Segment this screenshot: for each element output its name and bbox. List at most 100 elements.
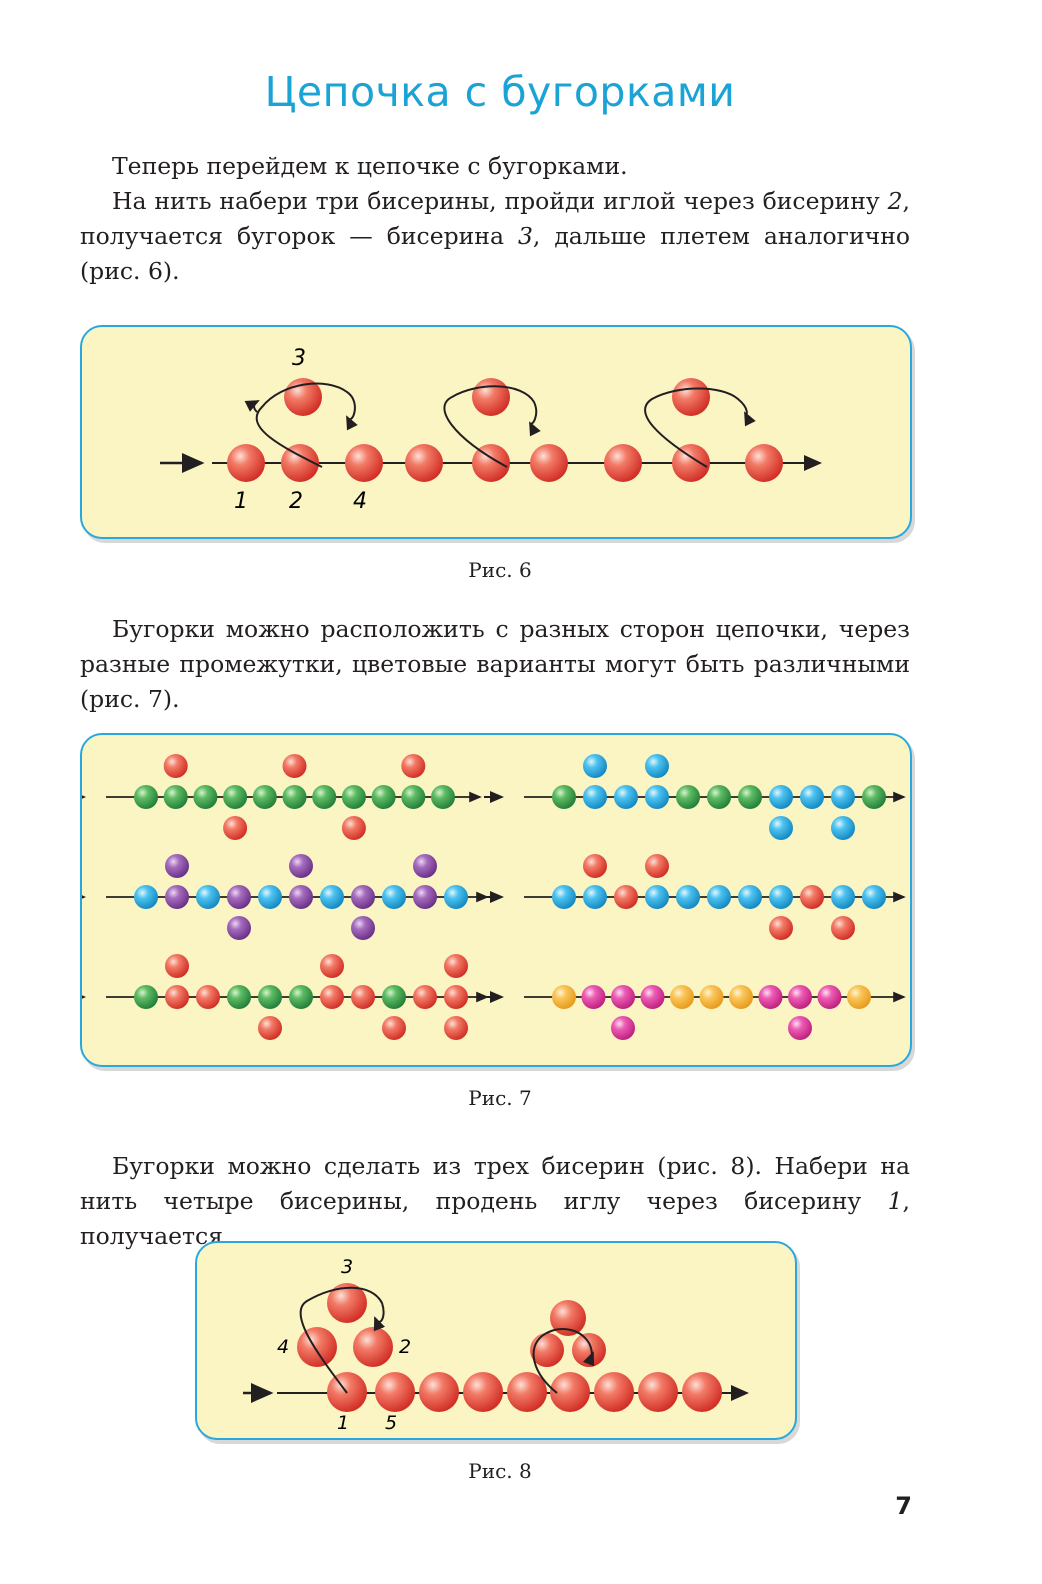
bead: [707, 785, 731, 809]
figure-8-diagram: 1 5 4 2 3: [243, 1256, 749, 1434]
bead-above: [413, 854, 437, 878]
page-title: Цепочка с бугорками: [264, 68, 736, 116]
bead: [351, 885, 375, 909]
bead: [282, 785, 307, 809]
bead: [227, 985, 251, 1009]
bead: [258, 985, 282, 1009]
bead: [431, 785, 455, 809]
bead: [672, 444, 710, 482]
figure-8-label-4: 4: [277, 1336, 289, 1358]
bead-above: [163, 754, 188, 778]
bead: [196, 885, 220, 909]
bead: [583, 885, 607, 909]
figure-6-caption: Рис. 6: [468, 558, 532, 582]
bead: [375, 1372, 415, 1412]
bead: [738, 885, 762, 909]
bead-right: [353, 1327, 393, 1367]
bead: [788, 985, 812, 1009]
bead: [227, 885, 251, 909]
figure-8-beads: [297, 1283, 722, 1412]
bead: [134, 785, 158, 809]
paragraph-intro: Теперь перейдем к цепочке с бугорками.: [112, 152, 628, 180]
bead-above: [645, 754, 669, 778]
bead: [258, 885, 282, 909]
bead-below: [769, 916, 793, 940]
bead: [604, 444, 642, 482]
figure-6-diagram: 1 2 4 3: [160, 346, 822, 514]
bead: [862, 785, 886, 809]
figure-7-caption: Рис. 7: [468, 1086, 532, 1110]
bead: [862, 885, 886, 909]
bead: [289, 885, 313, 909]
bead-above: [289, 854, 313, 878]
bead: [165, 985, 189, 1009]
bead: [371, 785, 396, 809]
bead: [351, 985, 375, 1009]
bead-below: [341, 816, 366, 840]
bead: [345, 444, 383, 482]
bead-below: [788, 1016, 812, 1040]
bead: [614, 885, 638, 909]
bead-below: [351, 916, 375, 940]
bead: [289, 985, 313, 1009]
bead: [419, 1372, 459, 1412]
bead-below: [227, 916, 251, 940]
bead: [552, 985, 576, 1009]
bead: [472, 444, 510, 482]
bead-above: [444, 954, 468, 978]
bead-below: [223, 816, 248, 840]
bead: [594, 1372, 634, 1412]
bead-above: [583, 754, 607, 778]
bead-left: [530, 1333, 564, 1367]
bead: [341, 785, 366, 809]
bead-below: [831, 816, 855, 840]
bead: [758, 985, 783, 1009]
figure-6-label-4: 4: [353, 489, 367, 514]
bead: [614, 785, 638, 809]
bead: [193, 785, 218, 809]
bead: [670, 985, 694, 1009]
figure-6-panel: 1 2 4 3: [80, 325, 912, 539]
bead-above: [320, 954, 344, 978]
bead: [676, 885, 700, 909]
bead-left: [297, 1327, 337, 1367]
paragraph-three-bead-bumps: Бугорки можно сделать из трех бисерин (р…: [80, 1152, 910, 1250]
bead-above: [165, 854, 189, 878]
bead-below: [611, 1016, 635, 1040]
figure-8-caption: Рис. 8: [468, 1459, 532, 1483]
bead: [463, 1372, 503, 1412]
bead: [847, 985, 871, 1009]
figure-7-panel: [66, 733, 912, 1067]
bead-top: [472, 378, 510, 416]
figure-7-diagram: [66, 754, 906, 1040]
bead: [165, 885, 189, 909]
bead: [676, 785, 700, 809]
figure-8-label-3: 3: [341, 1256, 353, 1278]
bead: [134, 985, 158, 1009]
bead: [320, 985, 344, 1009]
bead: [163, 785, 188, 809]
bead: [530, 444, 568, 482]
bead: [382, 885, 406, 909]
bead: [444, 885, 468, 909]
bead: [800, 885, 824, 909]
bead: [817, 985, 842, 1009]
bead: [645, 785, 669, 809]
bead: [405, 444, 443, 482]
bead: [320, 885, 344, 909]
paragraph-variations: Бугорки можно расположить с разных сторо…: [80, 615, 910, 713]
bead: [401, 785, 426, 809]
bead-below: [382, 1016, 406, 1040]
bead: [227, 444, 265, 482]
figure-6-label-3: 3: [292, 346, 306, 371]
bead: [638, 1372, 678, 1412]
bead-top: [327, 1283, 367, 1323]
bead-above: [282, 754, 307, 778]
bead: [745, 444, 783, 482]
bead: [552, 885, 576, 909]
figure-8-label-5: 5: [385, 1412, 397, 1434]
bead-above: [583, 854, 607, 878]
bead: [769, 885, 793, 909]
figure-6-label-2: 2: [289, 489, 303, 514]
bead: [134, 885, 158, 909]
